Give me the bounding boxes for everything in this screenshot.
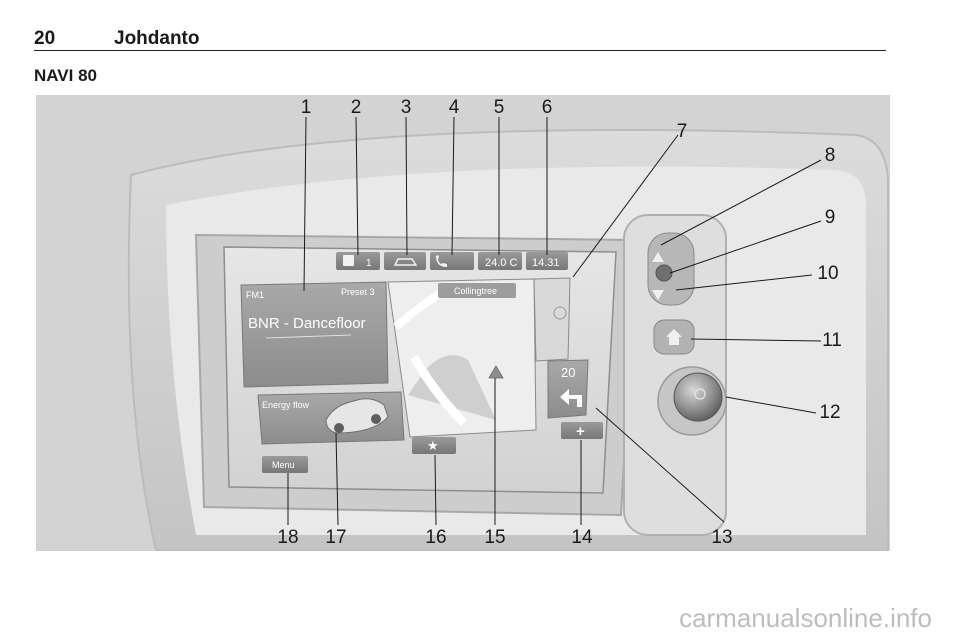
- energy-flow-tile[interactable]: Energy flow: [257, 391, 405, 445]
- callout-10: 10: [817, 263, 838, 284]
- nav-position-arrow-icon: [488, 365, 504, 379]
- handset-icon: [436, 255, 447, 267]
- street-name-label: [438, 283, 516, 298]
- callout-12: 12: [819, 402, 840, 423]
- callout-15: 15: [484, 527, 505, 548]
- callout-17: 17: [325, 527, 346, 548]
- car-icon: [393, 258, 418, 266]
- callout-16: 16: [425, 527, 446, 548]
- car-image-icon: [325, 398, 389, 434]
- station-name: BNR - Dancefloor: [248, 315, 366, 332]
- menu-label: Menu: [272, 460, 295, 470]
- zoom-in-button[interactable]: +: [561, 422, 603, 440]
- watermark: carmanualsonline.info: [679, 603, 932, 633]
- turn-distance: 20: [561, 365, 575, 380]
- select-button[interactable]: [655, 264, 673, 282]
- map-view[interactable]: Collingtree: [387, 278, 537, 438]
- callout-5: 5: [494, 97, 505, 118]
- map-route: [410, 354, 468, 427]
- vehicle-button[interactable]: [384, 252, 426, 270]
- radio-tile[interactable]: FM1 Preset 3 BNR - Dancefloor: [240, 281, 389, 388]
- control-strip: [623, 214, 727, 536]
- temperature-display: [478, 252, 522, 270]
- status-bar: 1 24.0 C 14.31: [336, 252, 568, 270]
- energy-flow-label: Energy flow: [262, 400, 310, 410]
- callout-18: 18: [277, 527, 298, 548]
- callout-numbers: 1 2 3 4 5 6 7 8 9 10 11 12 13 14 15 16 1…: [277, 97, 841, 548]
- section-title: NAVI 80: [34, 66, 97, 85]
- home-icon: [666, 329, 682, 345]
- nav-side-panel: 20: [533, 277, 589, 419]
- header-rule: [34, 50, 886, 51]
- star-icon: ★: [427, 438, 439, 453]
- callout-9: 9: [825, 207, 836, 228]
- callout-14: 14: [571, 527, 593, 548]
- menu-button[interactable]: Menu: [262, 456, 308, 473]
- navi80-figure: 1 24.0 C 14.31 FM1 Preset 3 BNR - Dancef…: [36, 95, 890, 551]
- phone-icon: [343, 255, 354, 266]
- callout-11: 11: [822, 330, 842, 351]
- radio-preset: Preset 3: [341, 287, 375, 297]
- turn-instruction-tile[interactable]: 20: [547, 359, 589, 419]
- plus-icon: +: [576, 423, 585, 440]
- callout-3: 3: [401, 97, 412, 118]
- callout-8: 8: [825, 145, 836, 166]
- callout-13: 13: [711, 527, 732, 548]
- phone-count: 1: [366, 258, 372, 269]
- radio-band: FM1: [246, 290, 264, 300]
- power-icon: [694, 388, 706, 400]
- callout-6: 6: [542, 97, 553, 118]
- callout-1: 1: [301, 97, 312, 118]
- radio-tuning-line: [265, 334, 352, 339]
- callout-2: 2: [351, 97, 362, 118]
- page-number: 20: [34, 28, 56, 49]
- compass-circle: [553, 306, 567, 320]
- callout-leader-lines: [287, 116, 822, 526]
- power-volume-knob[interactable]: [673, 372, 723, 422]
- street-name: Collingtree: [454, 286, 497, 296]
- callout-7: 7: [677, 121, 688, 142]
- clock-display: [526, 252, 568, 270]
- callout-4: 4: [449, 97, 460, 118]
- map-area-shape: [408, 355, 496, 420]
- temperature-text: 24.0 C: [485, 257, 517, 269]
- up-arrow-icon[interactable]: [652, 252, 664, 262]
- turn-left-arrow-icon: [560, 389, 582, 407]
- clock-text: 14.31: [532, 257, 560, 269]
- down-arrow-icon[interactable]: [652, 290, 664, 300]
- chapter-title: Johdanto: [114, 28, 200, 49]
- favourite-button[interactable]: ★: [412, 437, 456, 454]
- page-header: 20 Johdanto: [34, 28, 886, 50]
